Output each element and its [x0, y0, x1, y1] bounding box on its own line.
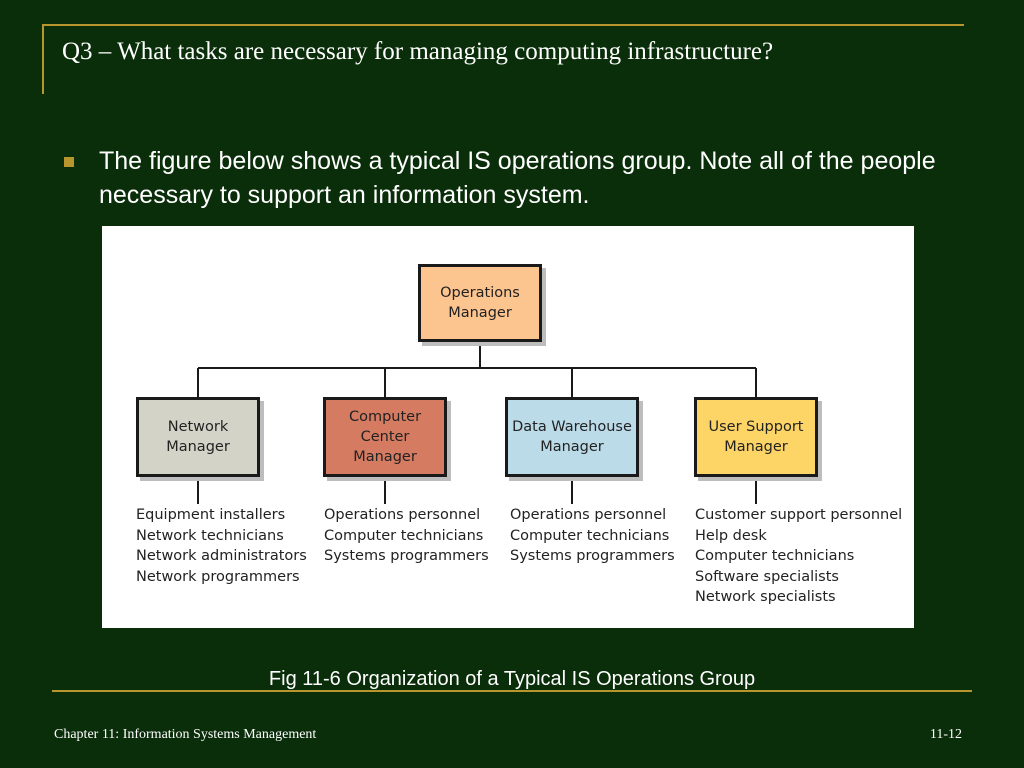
operations-manager-label: Operations Manager: [440, 285, 520, 321]
staff-role-item: Operations personnel: [510, 507, 667, 523]
bullet-square-icon: [64, 157, 74, 167]
network-manager-label: Network Manager: [166, 419, 230, 455]
footer-page-number: 11-12: [929, 727, 962, 742]
staff-role-item: Computer technicians: [695, 548, 855, 564]
staff-role-item: Network programmers: [136, 568, 300, 585]
staff-role-item: Computer technicians: [324, 527, 484, 544]
user-support-manager-label: User Support Manager: [708, 419, 804, 455]
staff-role-item: Help desk: [695, 527, 767, 544]
footer-chapter: Chapter 11: Information Systems Manageme…: [54, 727, 317, 742]
computer-center-manager-label: Computer Center Manager: [348, 409, 422, 465]
figure-caption: Fig 11-6 Organization of a Typical IS Op…: [268, 668, 756, 690]
user-support-manager-box: User Support Manager: [694, 397, 818, 477]
computer-center-manager-box: Computer Center Manager: [323, 397, 447, 477]
bullet-text: The figure below shows a typical IS oper…: [99, 147, 936, 209]
staff-role-item: Network specialists: [695, 589, 836, 605]
staff-role-item: Equipment installers: [136, 507, 286, 523]
staff-role-item: Software specialists: [695, 568, 839, 585]
operations-manager-box: Operations Manager: [418, 264, 542, 342]
title-frame-left-border: [42, 24, 44, 94]
staff-role-item: Computer technicians: [510, 527, 670, 544]
org-chart-connectors: [197, 342, 757, 504]
staff-role-item: Customer support personnel: [695, 507, 903, 523]
slide-title: Q3 – What tasks are necessary for managi…: [62, 38, 774, 65]
data-warehouse-manager-box: Data Warehouse Manager: [505, 397, 639, 477]
staff-role-item: Systems programmers: [324, 548, 489, 564]
org-chart-figure: Operations Manager Network Manager Compu…: [102, 226, 914, 628]
staff-role-item: Systems programmers: [510, 548, 675, 564]
staff-role-item: Network administrators: [136, 548, 307, 564]
network-manager-box: Network Manager: [136, 397, 260, 477]
staff-role-item: Network technicians: [136, 527, 284, 544]
data-warehouse-manager-label: Data Warehouse Manager: [512, 419, 632, 455]
footer-divider: [52, 690, 972, 692]
staff-role-item: Operations personnel: [324, 507, 481, 523]
title-frame-top-border: [42, 24, 964, 26]
